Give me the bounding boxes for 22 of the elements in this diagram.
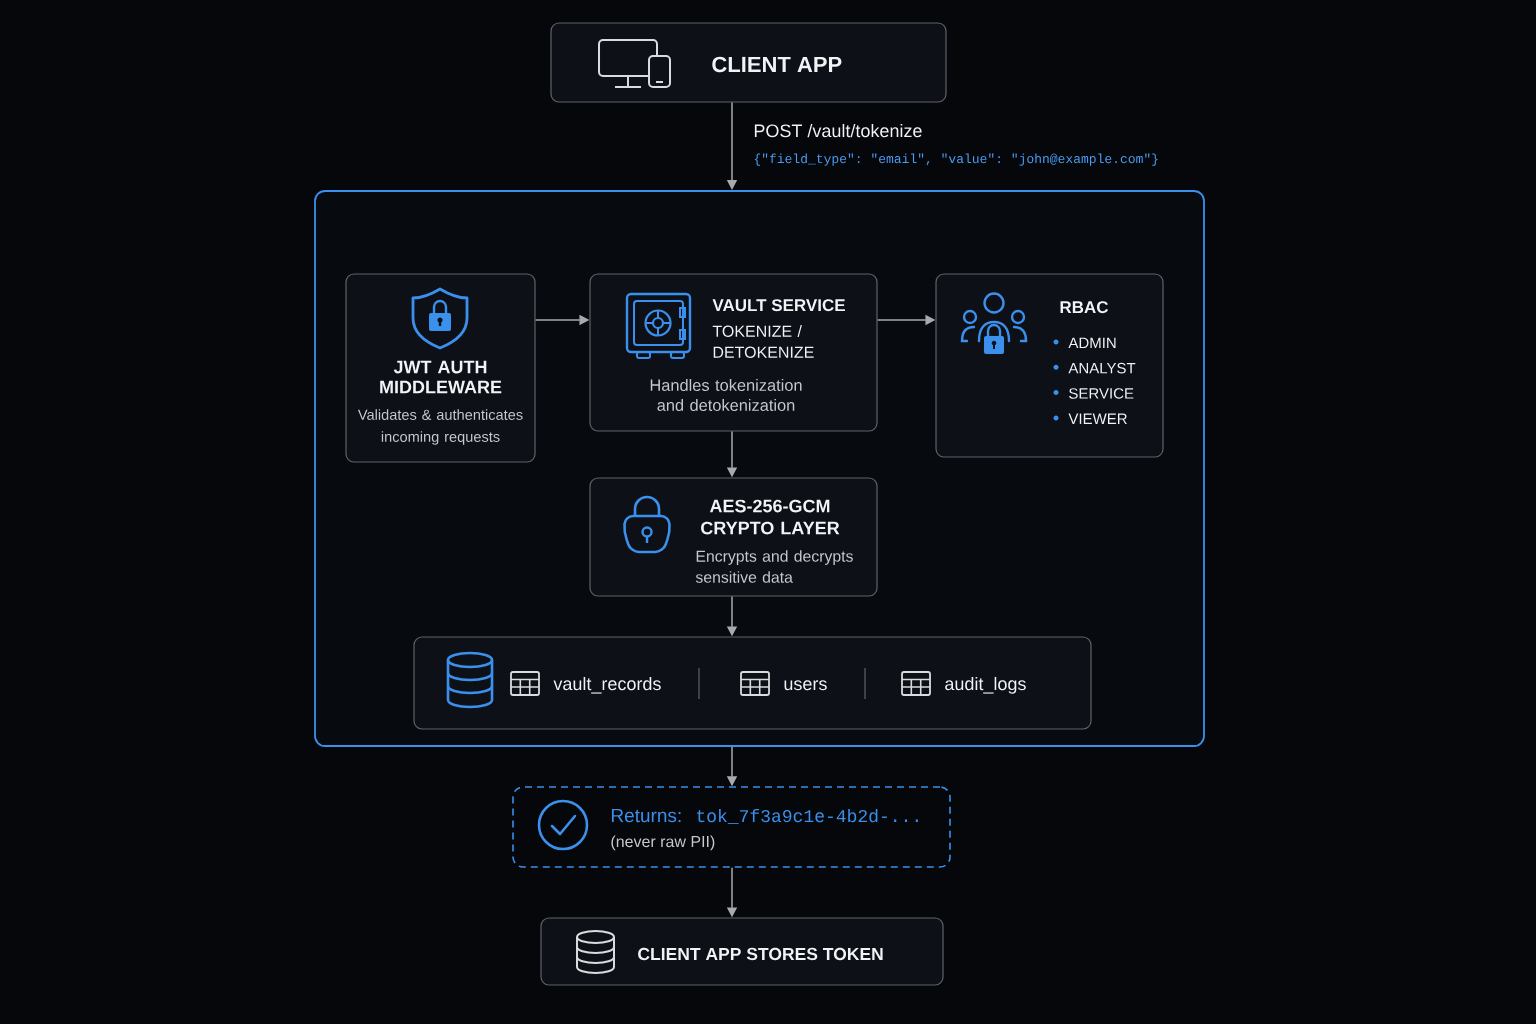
description: Handles tokenization and detokenization xyxy=(650,379,802,412)
table-name: vault_records xyxy=(553,676,661,694)
token-value: tok_7f3a9c1e-4b2d-... xyxy=(697,808,918,824)
code-text: {"field_type": "email", "value": "john@example.com"} xyxy=(754,153,1158,166)
box-title: RBAC xyxy=(1060,301,1109,314)
result-label: Returns: xyxy=(612,808,681,823)
box-title: JWT AUTH MIDDLEWARE xyxy=(380,360,502,394)
description: Validates & authenticates incoming requests xyxy=(357,409,523,445)
list-item: SERVICE xyxy=(1069,388,1134,399)
box-title: VAULT SERVICE xyxy=(712,299,845,312)
list-item: VIEWER xyxy=(1068,413,1127,424)
list-item: ADMIN xyxy=(1068,337,1116,348)
box-title: CLIENT APP xyxy=(712,56,842,73)
note-text: (never raw PII) xyxy=(611,835,715,851)
table-name: audit_logs xyxy=(945,676,1026,694)
edge-label: POST /vault/tokenize xyxy=(754,123,922,138)
box-title: AES-256-GCM CRYPTO LAYER xyxy=(701,499,840,535)
list-item: ANALYST xyxy=(1068,362,1136,374)
box-title: CLIENT APP STORES TOKEN xyxy=(638,947,883,961)
description: Encrypts and decrypts sensitive data xyxy=(695,550,853,583)
table-name: users xyxy=(784,680,827,691)
subtitle: TOKENIZE / DETOKENIZE xyxy=(712,325,814,358)
